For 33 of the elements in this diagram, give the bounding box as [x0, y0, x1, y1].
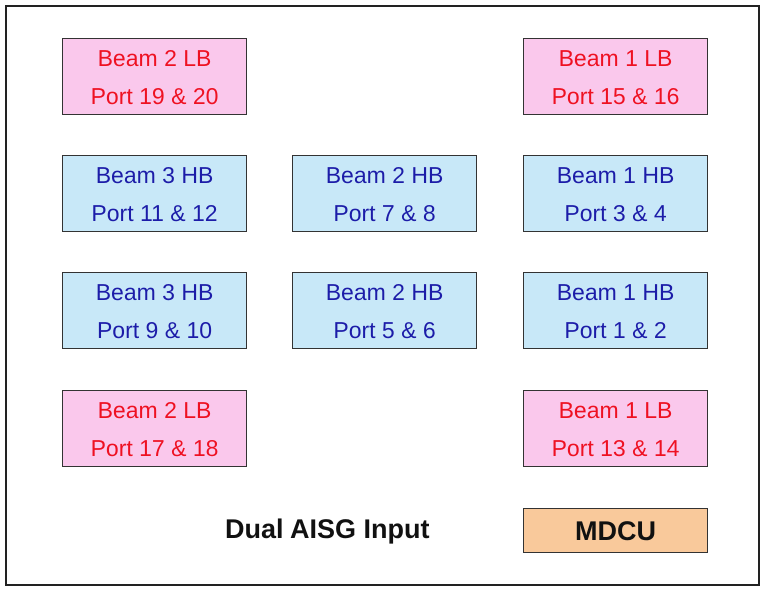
port-box: [62, 272, 247, 349]
node-text: Port 13 & 14: [552, 434, 680, 462]
port-box: [292, 272, 477, 349]
port-box: [292, 155, 477, 232]
port-box: [523, 155, 708, 232]
node-text: Port 19 & 20: [90, 82, 218, 110]
port-box: [523, 272, 708, 349]
port-box: [523, 38, 708, 115]
port-box: [523, 508, 708, 553]
node-text: Port 17 & 18: [90, 434, 218, 462]
node-text: Port 7 & 8: [333, 198, 436, 228]
node-text: Beam 3 HB: [96, 278, 214, 306]
node-text: Beam 1 LB: [558, 396, 672, 424]
node-text: Port 3 & 4: [564, 198, 667, 228]
node-text: Beam 1 LB: [558, 44, 672, 72]
port-box: [62, 155, 247, 232]
node-text: Beam 2 HB: [326, 160, 444, 190]
node-text: Beam 2 HB: [326, 278, 444, 306]
node-text: MDCU: [575, 514, 656, 548]
node-text: Port 5 & 6: [333, 316, 436, 344]
node-text: Port 11 & 12: [91, 198, 218, 228]
node-text: Beam 1 HB: [556, 278, 674, 306]
input-label: Dual AISG Input: [225, 514, 430, 545]
node-text: Beam 2 LB: [98, 396, 212, 424]
port-box: [523, 390, 708, 467]
port-box: [62, 38, 247, 115]
node-text: Beam 1 HB: [556, 160, 674, 190]
node-text: Port 15 & 16: [552, 82, 680, 110]
node-text: Port 1 & 2: [564, 316, 667, 344]
node-text: Beam 2 LB: [98, 44, 212, 72]
port-box: [62, 390, 247, 467]
node-text: Port 9 & 10: [96, 316, 212, 344]
node-text: Beam 3 HB: [96, 160, 214, 190]
